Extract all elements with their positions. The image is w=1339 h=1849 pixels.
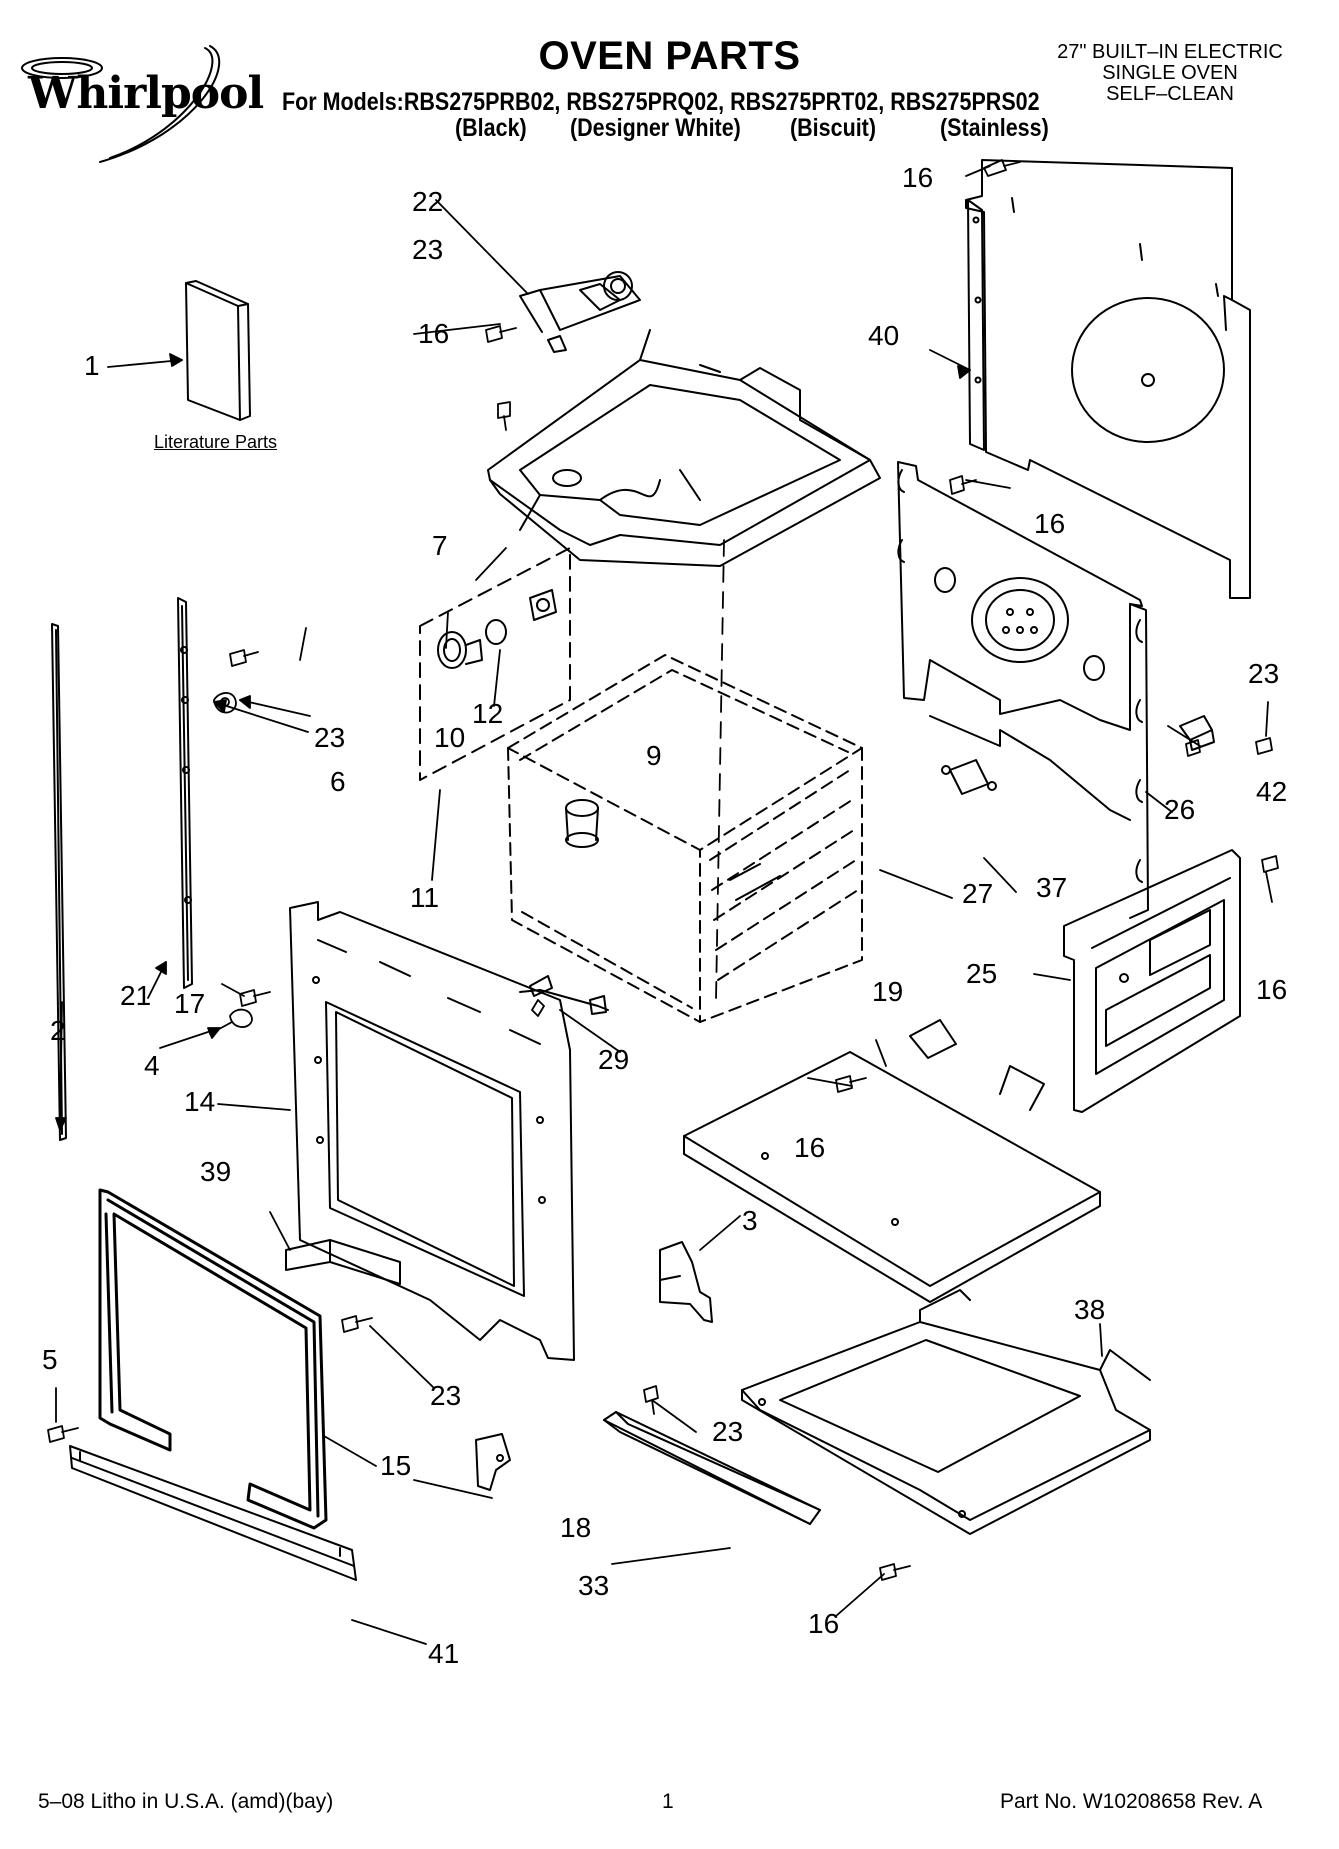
callout-27: 27 — [962, 878, 994, 909]
bottom-pan — [741, 1289, 1151, 1535]
callout-23-kick: 23 — [712, 1416, 744, 1447]
whirlpool-logo-swoosh — [21, 45, 221, 163]
kick-plate — [603, 1411, 821, 1525]
models-line: For Models:RBS275PRB02, RBS275PRQ02, RBS… — [282, 88, 1040, 116]
callout-26: 26 — [1164, 794, 1196, 825]
door-gasket — [98, 1188, 328, 1530]
finish-designer-white: (Designer White) — [570, 114, 741, 142]
callout-22: 22 — [412, 186, 444, 217]
callout-1: 1 — [84, 350, 100, 381]
callout-2: 2 — [50, 1015, 66, 1046]
light-socket-assembly — [419, 547, 571, 781]
callout-23-right: 23 — [1248, 658, 1280, 689]
callout-9: 9 — [646, 740, 662, 771]
callout-10: 10 — [434, 722, 466, 753]
fan-panel — [897, 461, 1149, 919]
callout-15: 15 — [380, 1450, 412, 1481]
callout-6: 6 — [330, 766, 346, 797]
footer-litho: 5–08 Litho in U.S.A. (amd)(bay) — [38, 1790, 334, 1813]
callout-18: 18 — [560, 1512, 592, 1543]
callout-16-side: 16 — [1256, 974, 1288, 1005]
callout-16-top: 16 — [902, 162, 934, 193]
callout-16-bottom: 16 — [808, 1608, 840, 1639]
callout-37: 37 — [1036, 872, 1068, 903]
latch-bracket — [519, 271, 641, 353]
screw-icons — [47, 159, 1279, 1581]
side-panel — [1063, 849, 1241, 1113]
callout-29: 29 — [598, 1044, 630, 1075]
callout-38: 38 — [1074, 1294, 1106, 1325]
mounting-bracket — [659, 1241, 713, 1323]
callout-33: 33 — [578, 1570, 610, 1601]
callout-16-rear: 16 — [1034, 508, 1066, 539]
cavity-details — [519, 799, 781, 1015]
callout-23-top: 23 — [412, 234, 444, 265]
callout-5: 5 — [42, 1344, 58, 1375]
thermal-fuse — [941, 759, 997, 795]
callout-4: 4 — [144, 1050, 160, 1081]
clip-bracket — [1179, 715, 1215, 751]
page-title: OVEN PARTS — [538, 34, 801, 78]
callout-7: 7 — [432, 530, 448, 561]
door-clip — [475, 1433, 511, 1491]
front-frame — [289, 901, 575, 1361]
callout-25: 25 — [966, 958, 998, 989]
finish-black: (Black) — [455, 114, 527, 142]
trim-strip — [51, 623, 67, 1141]
footer-part-number: Part No. W10208658 Rev. A — [1000, 1790, 1263, 1813]
footer-page-number: 1 — [662, 1790, 674, 1813]
callout-42: 42 — [1256, 776, 1288, 807]
callout-23-left: 23 — [314, 722, 346, 753]
insulation-strip — [285, 1239, 401, 1285]
callout-16-shelf: 16 — [794, 1132, 826, 1163]
callout-3: 3 — [742, 1205, 758, 1236]
literature-parts-label: Literature Parts — [154, 432, 278, 452]
oven-cavity — [507, 654, 863, 1023]
spec-line: SINGLE OVEN — [1102, 62, 1238, 84]
upper-floor-plate — [683, 1019, 1101, 1303]
spec-line: 27" BUILT–IN ELECTRIC — [1057, 41, 1283, 63]
callout-41: 41 — [428, 1638, 460, 1669]
literature-booklet — [185, 280, 251, 421]
callout-19: 19 — [872, 976, 904, 1007]
whirlpool-logo: Whirlpool — [28, 68, 264, 119]
callout-16-frame: 16 — [418, 318, 450, 349]
leader-lines — [55, 165, 1273, 1645]
spec-line: SELF–CLEAN — [1106, 83, 1234, 105]
side-trim — [177, 597, 193, 989]
finish-biscuit: (Biscuit) — [790, 114, 876, 142]
callout-21: 21 — [120, 980, 152, 1011]
callout-40: 40 — [868, 320, 900, 351]
bottom-trim — [69, 1445, 357, 1581]
callout-14: 14 — [184, 1086, 216, 1117]
callout-39: 39 — [200, 1156, 232, 1187]
finish-stainless: (Stainless) — [940, 114, 1049, 142]
top-frame — [487, 329, 881, 567]
callout-23-frame: 23 — [430, 1380, 462, 1411]
product-spec: 27" BUILT–IN ELECTRIC SINGLE OVEN SELF–C… — [1020, 42, 1320, 105]
callout-17: 17 — [174, 988, 206, 1019]
rear-panel — [965, 159, 1251, 599]
callout-12: 12 — [472, 698, 504, 729]
callout-11: 11 — [410, 882, 440, 913]
